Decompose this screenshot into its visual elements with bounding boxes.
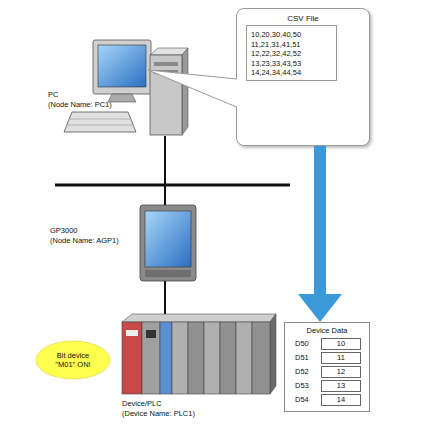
csv-line: 14,24,34,44,54 (251, 68, 301, 78)
value-cell: 10 (321, 338, 361, 350)
drive-slot (154, 70, 178, 74)
callout-tail-edge (148, 70, 237, 79)
io-module (220, 322, 236, 394)
pc-node: PC(Node Name: PC1) (64, 40, 188, 136)
table-heading: Device Data (285, 326, 369, 336)
wire-line (164, 281, 166, 314)
keyboard (64, 112, 136, 132)
network-bus (55, 184, 290, 187)
csv-line: 12,22,32,42,52 (251, 49, 301, 59)
cpu-module (142, 322, 160, 394)
gp3000-node: GP3000(Node Name: AGP1) (140, 205, 196, 281)
panel-frame (140, 205, 196, 281)
indicator-panel (126, 330, 138, 336)
callout-heading: CSV File (237, 14, 369, 24)
io-module (236, 322, 252, 394)
io-module (188, 322, 204, 394)
value-text: 13 (322, 381, 360, 391)
device-address: D54 (295, 394, 309, 406)
value-text: 10 (322, 339, 360, 349)
connector-line (165, 136, 166, 205)
device-label: PC (48, 90, 58, 100)
device-label: Device/PLC (122, 399, 162, 409)
keyboard-row (70, 119, 131, 120)
rack-base (122, 322, 270, 394)
block-arrow (298, 146, 342, 322)
csv-line: 10,20,30,40,50 (251, 30, 301, 40)
device-data-table: Device DataD50D51D52D53D54 10 11 12 13 14 (284, 322, 370, 412)
block-arrow-shape (298, 146, 342, 322)
gp3000-illustration (140, 205, 196, 281)
csv-content-box: 10,20,30,40,5011,21,31,41,5112,22,32,42,… (246, 25, 337, 81)
device-address: D50 (295, 338, 309, 350)
plc-node: Device/PLC(Device Name: PLC1) (122, 314, 276, 394)
io-module (204, 322, 220, 394)
device-label: (Device Name: PLC1) (122, 409, 195, 419)
callout-tail (148, 70, 238, 107)
csv-line: 11,21,31,41,51 (251, 40, 301, 50)
value-text: 12 (322, 367, 360, 377)
value-cell: 14 (321, 394, 361, 406)
tower-top (150, 48, 188, 55)
device-label: GP3000 (50, 226, 78, 236)
power-module (122, 322, 142, 394)
device-address: D52 (295, 366, 309, 378)
monitor-screen (98, 45, 146, 87)
csv-callout: CSV File10,20,30,40,5011,21,31,41,5112,2… (236, 8, 370, 146)
monitor-body (93, 40, 151, 94)
device-address: D53 (295, 380, 309, 392)
panel-strip (145, 270, 191, 277)
io-module (172, 322, 188, 394)
status-text: Bit device "M01" ON! (47, 351, 99, 369)
plc-illustration (122, 314, 276, 394)
value-cell: 13 (321, 380, 361, 392)
tower-side (182, 48, 188, 135)
ellipse-shape (36, 341, 110, 379)
value-text: 11 (322, 353, 360, 363)
status-ellipse: Bit device "M01" ON! (35, 340, 111, 380)
io-module (252, 322, 270, 394)
connector-line (165, 281, 166, 314)
csv-line: 13,23,33,43,53 (251, 59, 301, 69)
indicator-panel (146, 330, 156, 338)
tower-front (150, 55, 182, 135)
keyboard-row (67, 125, 133, 126)
value-cell: 11 (321, 352, 361, 364)
device-label: (Node Name: AGP1) (50, 236, 119, 246)
callout-tail-edge (148, 70, 237, 107)
value-cell: 12 (321, 366, 361, 378)
io-module (160, 322, 172, 394)
wire-line (164, 136, 166, 205)
rack-side (270, 314, 276, 394)
value-text: 14 (322, 395, 360, 405)
monitor-stand (108, 94, 136, 102)
panel-screen (145, 211, 191, 267)
device-label: (Node Name: PC1) (48, 100, 112, 110)
rack-top (122, 314, 276, 322)
drive-slot (154, 62, 178, 66)
device-address: D51 (295, 352, 309, 364)
pc-illustration (64, 40, 188, 135)
